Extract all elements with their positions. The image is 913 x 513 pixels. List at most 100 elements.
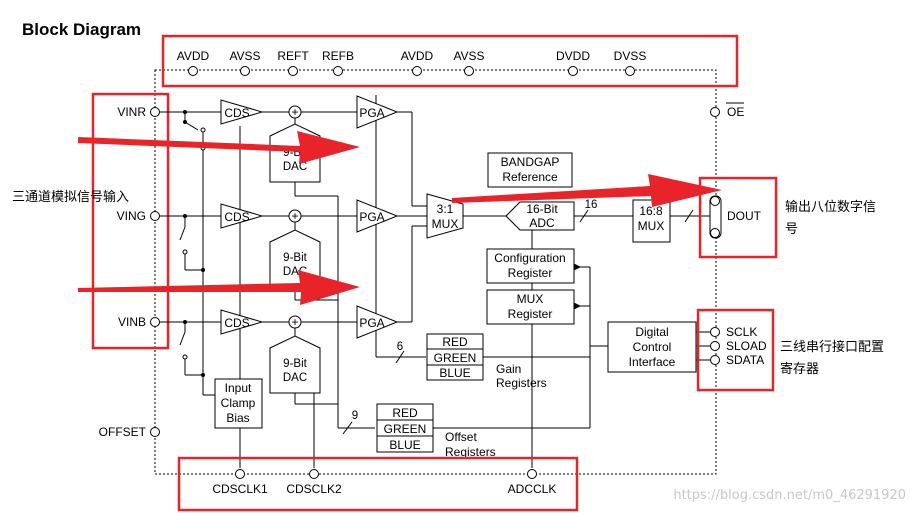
svg-text:+: + (291, 209, 298, 223)
bandgap-reference (487, 152, 573, 188)
cds-amp (220, 203, 264, 229)
pin-sdata (710, 355, 720, 365)
svg-text:9: 9 (352, 410, 358, 422)
svg-text:Registers: Registers (496, 376, 547, 390)
pin-avss-2 (464, 66, 474, 76)
channel-wiring (160, 95, 710, 468)
highlight-input-pins (91, 92, 170, 350)
annotation-digital-output-line2: 号 (785, 222, 798, 237)
svg-text:RED: RED (442, 335, 468, 349)
svg-text:Clamp: Clamp (221, 396, 256, 410)
pin-label: VINR (117, 105, 146, 119)
pin-dvdd (568, 66, 578, 76)
svg-text:GREEN: GREEN (384, 422, 427, 436)
pin-label: DVDD (556, 49, 590, 63)
pin-label: VINB (118, 315, 146, 329)
pin-label: REFT (277, 49, 309, 63)
svg-text:PGA: PGA (359, 210, 384, 224)
arrow-to-pga-red (78, 131, 360, 164)
svg-text:Register: Register (508, 307, 553, 321)
svg-text:Reference: Reference (502, 170, 558, 184)
bottom-clock-pins: CDSCLK1 CDSCLK2 ADCCLK (212, 469, 557, 496)
summing-node (288, 209, 302, 223)
highlight-clock-pins (177, 456, 579, 512)
cds-amp (220, 99, 264, 125)
svg-text:Digital: Digital (635, 325, 668, 339)
highlight-dout (698, 176, 778, 259)
pin-avss-1 (240, 66, 250, 76)
arrow-to-dout (452, 174, 722, 207)
annotation-analog-input: 三通道模拟信号输入 (12, 189, 129, 205)
svg-text:BLUE: BLUE (439, 366, 470, 380)
pin-sclk (710, 327, 720, 337)
svg-text:SLOAD: SLOAD (726, 339, 767, 353)
highlight-serial-pins (696, 308, 775, 392)
adc-16bit (505, 201, 575, 231)
svg-text:MUX: MUX (432, 217, 459, 231)
pin-label: DVSS (614, 49, 647, 63)
svg-text:9-Bit: 9-Bit (283, 252, 307, 264)
svg-text:CDS: CDS (224, 106, 249, 120)
svg-text:Control: Control (633, 340, 672, 354)
summing-node (288, 315, 302, 329)
watermark: https://blog.csdn.net/m0_46291920 (673, 488, 906, 503)
pin-cdsclk1 (235, 469, 245, 479)
svg-text:RED: RED (392, 406, 418, 420)
svg-text:ADC: ADC (529, 216, 555, 230)
svg-text:SDATA: SDATA (726, 353, 764, 367)
pin-cdsclk2 (309, 469, 319, 479)
pin-avdd-1 (188, 66, 198, 76)
svg-text:+: + (291, 105, 298, 119)
channel-blue: CDS + 9-Bit DAC PGA (220, 305, 399, 394)
svg-text:GREEN: GREEN (434, 351, 477, 365)
pin-label: REFB (322, 49, 354, 63)
pin-dout-label: DOUT (727, 209, 762, 223)
mux-16-8 (632, 199, 671, 243)
pin-label: AVDD (177, 49, 210, 63)
svg-text:Bias: Bias (226, 411, 249, 425)
pin-vinb (150, 317, 160, 327)
svg-text:PGA: PGA (359, 106, 384, 120)
svg-text:Configuration: Configuration (494, 251, 565, 265)
cds-amp (220, 309, 264, 335)
annotation-digital-output-line1: 输出八位数字信 (785, 199, 876, 215)
pga-amp (356, 199, 399, 233)
svg-text:CDS: CDS (224, 316, 249, 330)
mux-3-1 (426, 193, 464, 239)
input-clamp-bias (214, 378, 263, 429)
annotation-serial-line2: 寄存器 (780, 361, 819, 377)
svg-text:+: + (291, 315, 298, 329)
pin-ving (150, 211, 160, 221)
svg-text:CDS: CDS (224, 210, 249, 224)
svg-text:Register: Register (508, 266, 553, 280)
svg-text:Input: Input (225, 381, 252, 395)
mux-register (486, 289, 575, 325)
pin-refb (333, 66, 343, 76)
svg-text:MUX: MUX (638, 219, 665, 233)
gain-registers: RED GREEN BLUE Gain Registers 6 (397, 333, 547, 390)
digital-control-interface (607, 321, 697, 373)
summing-node (288, 105, 302, 119)
svg-text:Registers: Registers (445, 445, 496, 459)
dac (269, 335, 321, 394)
chip-outline (154, 69, 717, 475)
svg-text:16-Bit: 16-Bit (526, 202, 558, 216)
annotation-serial-line1: 三线串行接口配置 (780, 339, 884, 355)
pin-label: VING (117, 209, 146, 223)
svg-text:3:1: 3:1 (437, 202, 454, 216)
pin-label: AVSS (229, 49, 260, 63)
svg-text:Offset: Offset (445, 430, 477, 444)
annotation-arrows (78, 131, 722, 305)
svg-text:ADCCLK: ADCCLK (508, 482, 557, 496)
svg-text:Gain: Gain (496, 362, 521, 376)
svg-text:BANDGAP: BANDGAP (501, 155, 560, 169)
svg-text:Interface: Interface (629, 355, 676, 369)
svg-text:DAC: DAC (283, 161, 307, 173)
highlight-top-pins (161, 34, 739, 88)
pga-amp (356, 305, 399, 339)
svg-text:BLUE: BLUE (389, 438, 420, 452)
output-pins: OE DOUT SCLK SLOAD SDATA (709, 102, 767, 367)
svg-text:9-Bit: 9-Bit (283, 358, 307, 370)
diagram-title: Block Diagram (22, 20, 141, 39)
